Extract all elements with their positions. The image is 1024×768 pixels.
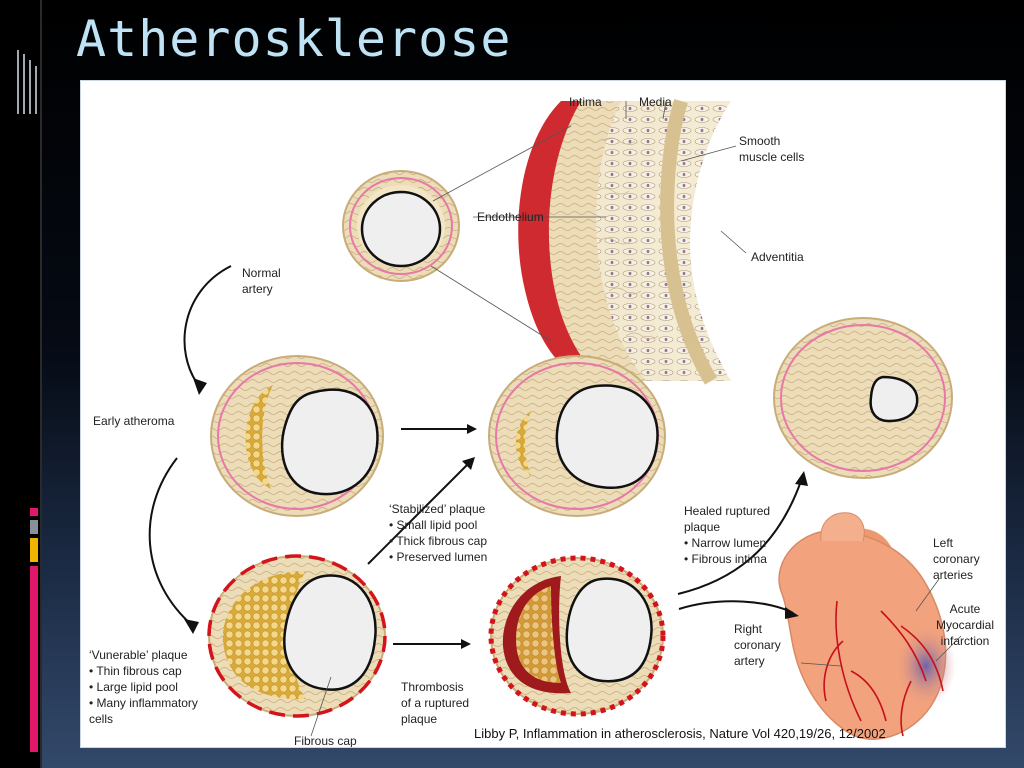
label-vulnerable-plaque: ‘Vunerable’ plaque• Thin fibrous cap • L… xyxy=(89,648,198,726)
vulnerable-plaque-cross-section xyxy=(207,554,387,718)
label-fibrous-cap: Fibrous cap xyxy=(294,734,357,748)
arrow-early-to-vulnerable xyxy=(148,457,194,627)
label-leader-lines xyxy=(310,578,962,737)
slide-title: Atherosklerose xyxy=(76,10,512,68)
arrow-thrombosis-to-healed xyxy=(677,480,802,595)
healed-plaque-cross-section xyxy=(773,317,953,479)
wall-section-closeup xyxy=(518,98,731,385)
stabilized-plaque-cross-section xyxy=(488,355,666,517)
label-stabilized-plaque: ‘Stabilized’ plaque• Small lipid pool • … xyxy=(389,502,488,564)
early-atheroma-cross-section xyxy=(210,355,384,517)
accent-bar-pink-long xyxy=(30,566,38,752)
decorative-lines-icon xyxy=(17,50,37,114)
source-caption: Libby P, Inflammation in atherosclerosis… xyxy=(474,726,886,741)
accent-bar-yellow xyxy=(30,538,38,562)
sidebar-divider-line xyxy=(40,0,42,768)
normal-artery-cross-section xyxy=(342,170,460,282)
label-endothelium: Endothelium xyxy=(477,210,544,224)
accent-bar-pink-top xyxy=(30,508,38,516)
label-adventitia: Adventitia xyxy=(751,250,804,264)
accent-bar-gray xyxy=(30,520,38,534)
progression-arrows xyxy=(148,265,802,645)
atherosclerosis-diagram xyxy=(148,98,962,740)
label-intima: Intima xyxy=(569,95,602,109)
closeup-leader-lines xyxy=(430,100,747,342)
arrow-normal-to-early xyxy=(183,265,232,387)
thrombosis-cross-section xyxy=(488,555,666,717)
label-early-atheroma: Early atheroma xyxy=(93,414,175,428)
arrow-heads xyxy=(184,378,808,649)
heart-illustration xyxy=(778,512,956,740)
label-media: Media xyxy=(639,95,672,109)
arrow-vulnerable-to-stabilized xyxy=(367,462,470,565)
arrow-thrombosis-to-heart xyxy=(678,600,794,614)
